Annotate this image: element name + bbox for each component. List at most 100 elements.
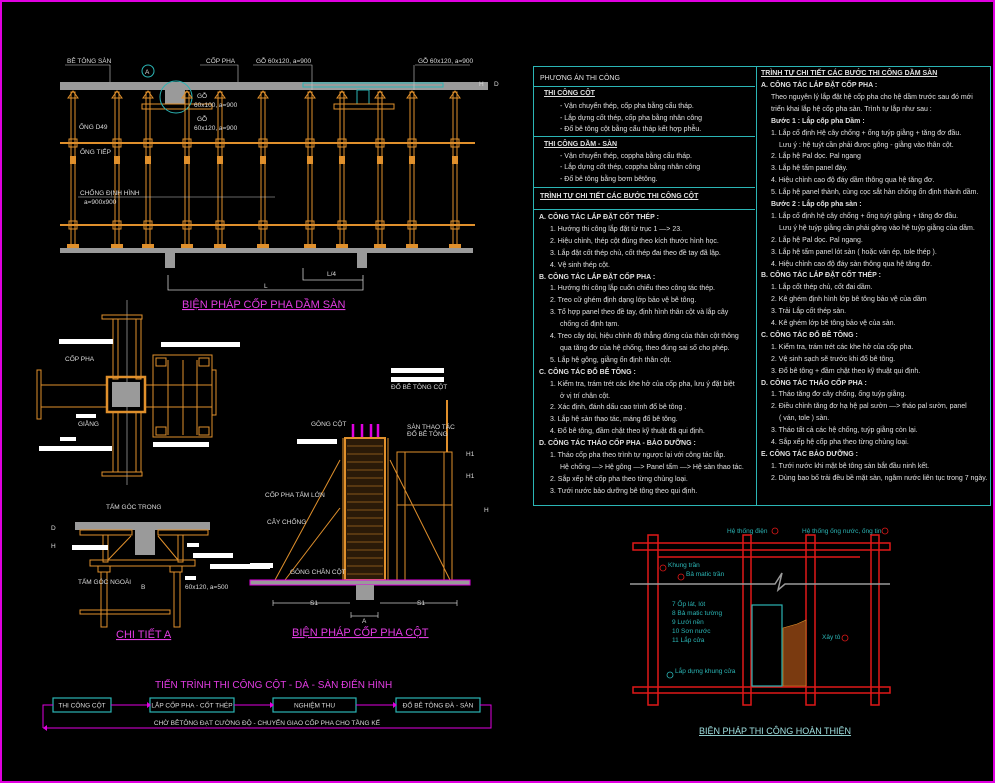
label-timber-b-size: 60x120, a=900: [194, 125, 238, 132]
dim-h1-upper: H1: [466, 451, 475, 458]
note-line: Hệ chống —> Hệ gông —> Panel tấm —> Hệ s…: [560, 463, 744, 471]
label-pour-column: ĐỔ BÊ TÔNG CỘT: [391, 382, 447, 391]
column-plan-drawing: [36, 300, 217, 485]
label-column-clamp: GÔNG CỘT: [311, 419, 346, 428]
label-formwork: CỐP PHA: [206, 55, 236, 65]
section-heading: B. CÔNG TÁC LẮP ĐẶT CỐT THÉP :: [761, 272, 881, 280]
note-line: 3. Lắp hệ tấm panel đáy.: [771, 165, 848, 173]
detail-a-circle: [159, 80, 193, 114]
beam-slab-title: BIỆN PHÁP CỐP PHA DẦM SÀN: [182, 297, 345, 311]
note-line: 2. Kê ghém định hình lớp bê tông bảo vệ …: [771, 296, 927, 304]
note-line: 2. Hiệu chỉnh, thép cột đúng theo kích t…: [550, 237, 719, 245]
label-door-frame: Lắp dựng khung cửa: [675, 666, 736, 675]
redacted-label: [193, 553, 233, 558]
redacted-label: [187, 543, 199, 547]
note-line: 2. Sắp xếp hệ cốp pha theo từng chủng lo…: [550, 475, 688, 483]
redacted-label: [72, 545, 108, 550]
note-line: triển khai lắp hệ cốp pha sàn. Trình tự …: [771, 105, 932, 113]
beam-item: - Lắp dựng cốt thép, coppha bằng nhân cô…: [560, 164, 701, 171]
redacted-label: [59, 339, 113, 344]
note-line: 4. Hiệu chỉnh cao độ đáy sàn thông qua h…: [771, 260, 933, 268]
dim-s1-right: S1: [417, 600, 425, 607]
column-plan-labels: CỐP PHA GIẰNG: [39, 339, 240, 451]
note-line: 1. Tháo cốp pha theo trình tự ngược lại …: [550, 452, 726, 459]
label-platform: SÀN THAO TÁC: [407, 422, 455, 431]
beam-1: [165, 90, 185, 104]
notes-header: PHƯƠNG ÁN THI CÔNG: [540, 75, 620, 82]
note-line: ở vị trí chân cột.: [560, 392, 611, 400]
detail-a-drawing: TẤM GÓC TRONG TẤM GÓC NGOÀI B 60x120, a=…: [51, 501, 270, 641]
label-timber-a: GỖ: [197, 91, 207, 100]
construction-notes-panel: PHƯƠNG ÁN THI CÔNG THI CÔNG CỘT - Vận ch…: [533, 66, 991, 506]
label-timber-a-size: 60x100, a=900: [194, 102, 238, 109]
leader-lines: [65, 64, 470, 90]
note-line: 3. Lắp hệ sàn thao tác, máng đổ bê tông.: [550, 416, 678, 424]
beam-construction-title: THI CÔNG DẦM - SÀN: [544, 141, 618, 148]
beam-1-bottom-timber: [141, 103, 213, 110]
note-line: 4. Hiệu chỉnh cao độ đáy dầm thông qua h…: [771, 177, 935, 185]
label-timber-1: GỖ 60x120, a=900: [256, 56, 311, 65]
finishing-step: 8 Bả matic tường: [672, 610, 723, 617]
label-masonry: Xây tô: [822, 634, 841, 641]
column-brick-formwork: [344, 437, 386, 581]
redacted-label: [210, 564, 270, 569]
column-formwork-drawing: ĐỔ BÊ TÔNG CỘT GÔNG CỘT SÀN THAO TÁC ĐỔ …: [249, 368, 489, 639]
note-line: 1. Lắp cố định hệ cây chống + ống tuýt g…: [771, 212, 959, 220]
label-timber-b: GỖ: [197, 114, 207, 123]
redacted-label: [76, 414, 96, 418]
note-line: ( ván, tole ) sàn.: [779, 415, 830, 423]
label-timber: 60x120, a=500: [185, 584, 229, 591]
label-large-panel: CỐP PHA TẤM LỚN: [265, 489, 325, 499]
beam-item: - Đổ bê tông bằng bơm bêtông.: [560, 176, 658, 183]
note-line: 3. Tháo tất cả các hệ chống, tuýp giằng …: [771, 427, 918, 435]
column-stub-1: [165, 253, 175, 268]
note-line: 2. Điều chỉnh tăng đơ hạ hệ pal sườn —> …: [771, 403, 967, 411]
beam-slab-sequence-title: TRÌNH TỰ CHI TIẾT CÁC BƯỚC THI CÔNG DẦM …: [761, 70, 938, 77]
note-line: 5. Lắp hệ gông, giằng ổn định thân cột.: [550, 356, 672, 364]
label-ceiling-frame: Khung trần: [668, 560, 700, 569]
step-heading: Bước 2 : Lắp cốp pha sàn :: [771, 201, 862, 208]
note-line: 2. Treo cữ ghém định dạng lớp bảo vệ bê …: [550, 297, 697, 305]
note-line: 1. Kiểm tra, trám trét các khe hở của cố…: [771, 343, 914, 351]
section-heading: A. CÔNG TÁC LẮP ĐẶT CỐT THÉP :: [539, 214, 659, 221]
dim-a: A: [362, 618, 367, 625]
process-step-label: THI CÔNG CỘT: [58, 701, 105, 710]
label-shore-spacing: a=900x900: [84, 199, 117, 206]
note-line: 4. Vệ sinh thép cột.: [550, 261, 610, 269]
note-line: 3. Tổ hợp panel theo đề tay, định hình t…: [550, 309, 729, 317]
redacted-label: [391, 368, 444, 373]
beam-item: - Vận chuyển thép, coppha bằng cẩu tháp.: [560, 153, 692, 160]
label-platform-pour: ĐỔ BÊ TÔNG: [407, 429, 448, 438]
label-brace: GIẰNG: [78, 419, 99, 428]
redacted-label: [185, 576, 196, 580]
note-line: 1. Hướng thi công lắp đặt từ trục 1 —> 2…: [550, 225, 683, 233]
label-electrical: Hệ thống điện: [727, 526, 768, 535]
note-line: 3. Lắp hệ tấm panel lót sàn ( hoặc ván é…: [771, 248, 937, 256]
redacted-label: [391, 377, 444, 382]
redacted-label: [39, 446, 112, 451]
column-item: - Đổ bê tông cột bằng cẩu tháp kết hợp p…: [560, 126, 702, 133]
column-sequence-title: TRÌNH TỰ CHI TIẾT CÁC BƯỚC THI CÔNG CỘT: [540, 193, 699, 200]
label-outer-corner: TẤM GÓC NGOÀI: [78, 576, 131, 586]
note-line: 1. Kiểm tra, trám trét các khe hở của cố…: [550, 380, 735, 388]
column-item: - Lắp dựng cốt thép, cốp pha bằng nhân c…: [560, 115, 703, 122]
column-stub-2: [357, 253, 367, 268]
dim-h: H: [484, 507, 489, 514]
note-line: 4. Sắp xếp hệ cốp pha theo từng chủng lo…: [771, 439, 909, 446]
note-line: 4. Đổ bê tông, đầm chặt theo kỹ thuật đã…: [550, 428, 705, 436]
beam-2-bottom-timber: [333, 103, 395, 110]
dim-l4: L/4: [327, 271, 336, 278]
notes-left-column: PHƯƠNG ÁN THI CÔNG THI CÔNG CỘT - Vận ch…: [534, 67, 755, 505]
section-heading: A. CÔNG TÁC LẮP ĐẶT CỐP PHA :: [761, 82, 878, 89]
note-line: Lưu ý : hệ tuýt cần phải được gông - giằ…: [779, 141, 954, 149]
beam-2: [356, 89, 370, 105]
process-step-label: ĐỔ BÊ TÔNG ĐÀ - SÀN: [403, 701, 474, 710]
label-shore: CHỐNG ĐỊNH HÌNH: [80, 187, 140, 197]
beam-slab-formwork-drawing: A: [60, 55, 499, 311]
note-line: 2. Lắp hệ Pal dọc. Pal ngang.: [771, 236, 863, 244]
detail-a-marker: [141, 64, 155, 78]
process-flow-title: TIẾN TRÌNH THI CÔNG CỘT - DÀ - SÀN ĐIỂN …: [155, 678, 392, 691]
finishing-title: BIỆN PHÁP THI CÔNG HOÀN THIỆN: [699, 726, 851, 736]
